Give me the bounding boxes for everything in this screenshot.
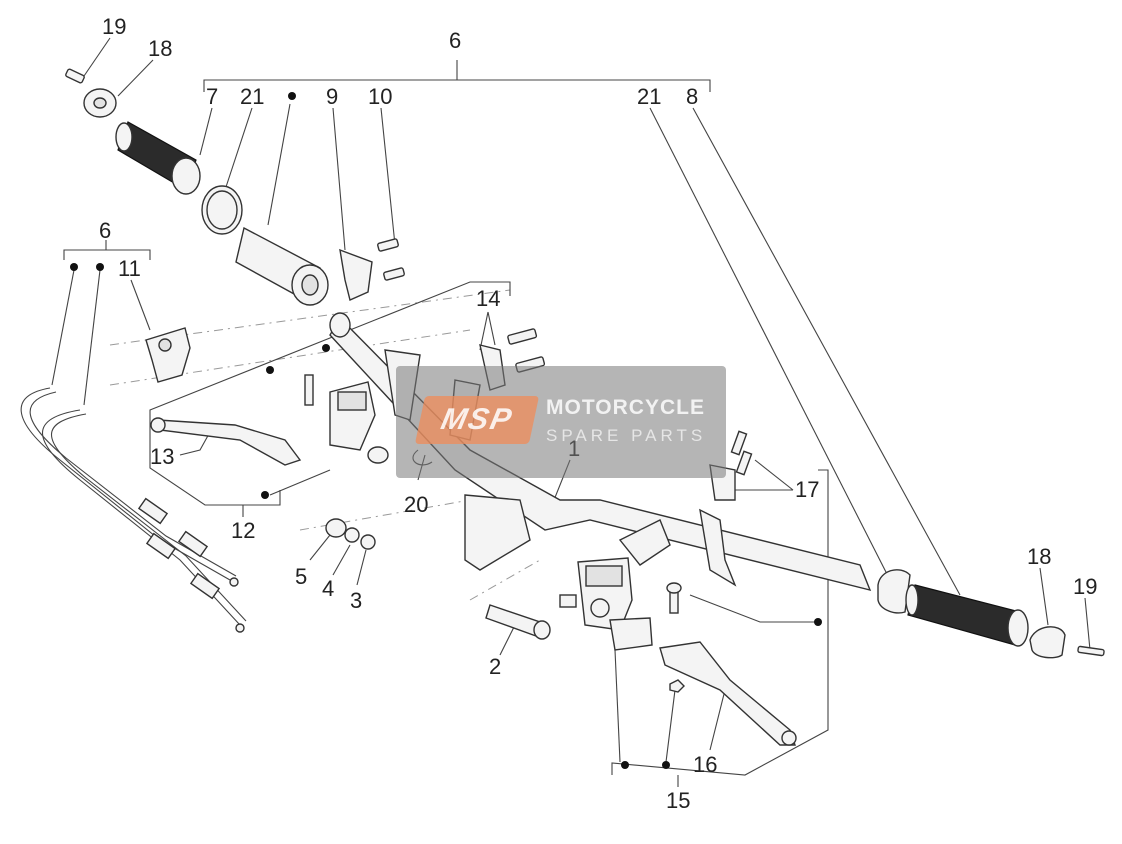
callout-14: 14 bbox=[476, 286, 500, 311]
clamp-11 bbox=[145, 327, 191, 383]
screw-19-right bbox=[1077, 645, 1105, 657]
master-cylinder-right bbox=[559, 557, 653, 651]
screw-19-left bbox=[65, 68, 85, 84]
callout-18-right: 18 bbox=[1027, 544, 1051, 569]
callout-9: 9 bbox=[326, 84, 338, 109]
ring-21-left bbox=[201, 185, 243, 235]
callout-brackets bbox=[63, 60, 829, 787]
grip-8-right bbox=[905, 584, 1029, 647]
screws-10 bbox=[377, 238, 405, 281]
callout-21-left: 21 bbox=[240, 84, 264, 109]
callout-10: 10 bbox=[368, 84, 392, 109]
handlebar-tube-1 bbox=[329, 312, 872, 592]
throttle-sleeve bbox=[235, 226, 329, 306]
reference-dots bbox=[70, 92, 822, 769]
watermark-logo: MSP bbox=[414, 396, 540, 444]
callout-7: 7 bbox=[206, 84, 218, 109]
callout-17: 17 bbox=[795, 477, 819, 502]
ring-21-right bbox=[877, 569, 911, 614]
watermark-subtitle: SPARE PARTS bbox=[546, 426, 707, 445]
callout-8: 8 bbox=[686, 84, 698, 109]
nut-right bbox=[669, 679, 685, 693]
lever-16-right bbox=[659, 641, 797, 746]
watermark-title: MOTORCYCLE bbox=[546, 396, 705, 419]
callout-6-left: 6 bbox=[99, 218, 111, 243]
end-cap-18-left bbox=[83, 88, 117, 118]
callout-6-top: 6 bbox=[449, 28, 461, 53]
watermark: MSP MOTORCYCLE SPARE PARTS bbox=[396, 366, 726, 478]
bolt-2 bbox=[485, 604, 551, 640]
callout-15: 15 bbox=[666, 788, 690, 813]
washers-3-4-5 bbox=[325, 518, 376, 550]
end-cap-18-right bbox=[1029, 626, 1066, 659]
callout-19-right: 19 bbox=[1073, 574, 1097, 599]
callout-5: 5 bbox=[295, 564, 307, 589]
lever-13-left bbox=[150, 417, 302, 466]
callout-18-left: 18 bbox=[148, 36, 172, 61]
callout-20: 20 bbox=[404, 492, 428, 517]
callout-11: 11 bbox=[118, 256, 141, 281]
screw-right-vertical bbox=[666, 582, 682, 614]
callout-19-left: 19 bbox=[102, 14, 126, 39]
leader-lines bbox=[51, 37, 1091, 763]
callout-4: 4 bbox=[322, 576, 334, 601]
cables bbox=[20, 387, 247, 633]
clamp-9 bbox=[339, 248, 373, 301]
callout-13: 13 bbox=[150, 444, 174, 469]
callout-3: 3 bbox=[350, 588, 362, 613]
master-cylinder-left bbox=[304, 374, 389, 464]
callout-2: 2 bbox=[489, 654, 501, 679]
callout-21-right: 21 bbox=[637, 84, 661, 109]
callout-12: 12 bbox=[231, 518, 255, 543]
callout-16: 16 bbox=[693, 752, 717, 777]
grip-7-left bbox=[115, 121, 201, 195]
